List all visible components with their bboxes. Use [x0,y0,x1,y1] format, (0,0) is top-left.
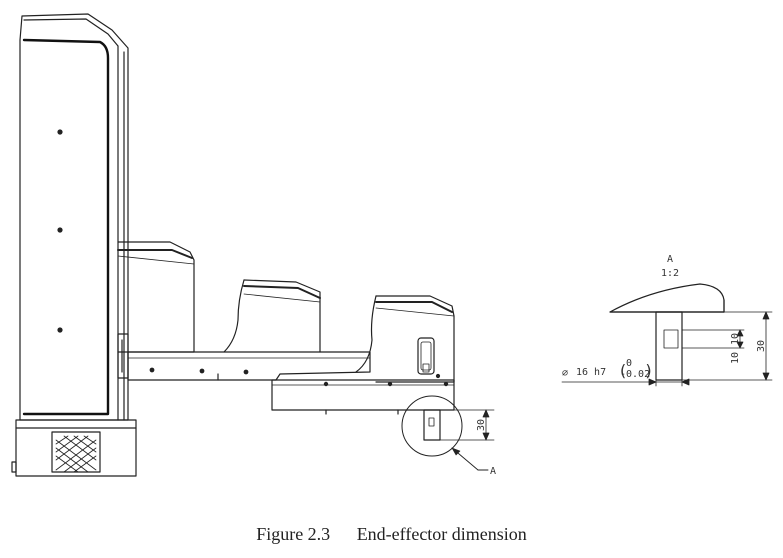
screw-hole [243,369,249,375]
screw-hole [57,327,63,333]
detail-dimension-lines [561,311,773,387]
main-height-dimension [439,409,495,441]
callout-label: A [490,466,496,477]
diameter-symbol: ⌀ [562,368,568,379]
screw-hole [57,129,63,135]
end-effector-shaft [423,409,441,441]
detail-dim-lower: 10 [730,352,741,364]
tolerance-paren-open: ( [618,361,628,380]
middle-cover [223,279,321,353]
vent-grill [55,435,97,473]
detail-view-a [561,283,773,387]
screw-hole [435,373,441,379]
technical-drawing: 30 A A 1:2 10 10 30 ⌀ 16 h7 ( 0 -0.02 ) [11,13,773,477]
tolerance-paren-close: ) [644,361,654,380]
screw-hole [323,381,329,387]
screw-hole [149,367,155,373]
robot-base [11,419,137,477]
detail-callout-circle [401,395,463,457]
screw-hole [443,381,449,387]
tolerance-lower: -0.02 [620,369,650,380]
main-arm [127,351,371,381]
detail-dim-upper: 10 [730,333,741,345]
rear-cover [117,241,195,353]
screw-hole [387,381,393,387]
robot-column [19,13,129,421]
figure-caption: Figure 2.3 End-effector dimension [0,524,783,545]
shaft-tolerance-label: 16 h7 [576,367,606,378]
figure-number: Figure 2.3 [256,524,331,544]
tolerance-upper: 0 [626,358,632,369]
main-height-label: 30 [476,419,487,431]
screw-hole [199,368,205,374]
figure-title: End-effector dimension [356,524,527,544]
detail-view-label: A [667,254,673,265]
front-cover [355,295,455,383]
second-arm [271,379,455,415]
callout-leader [451,447,489,471]
detail-scale-label: 1:2 [661,268,679,279]
detail-shaft [655,311,683,381]
detail-dim-total: 30 [756,340,767,352]
screw-hole [57,227,63,233]
